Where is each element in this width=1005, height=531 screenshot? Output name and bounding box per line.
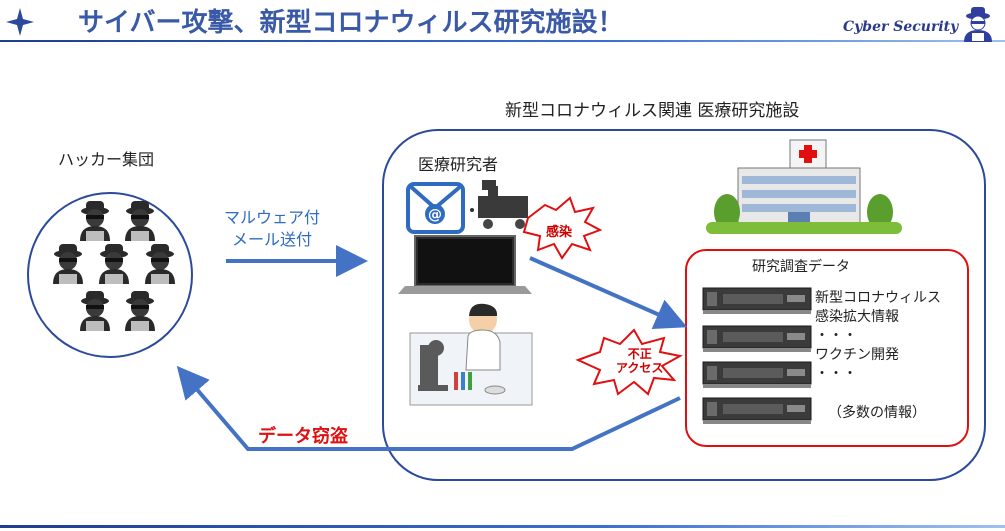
laptop-icon	[398, 235, 532, 294]
hospital-icon	[706, 139, 902, 234]
data-item: ワクチン開発	[815, 347, 899, 363]
header-rule	[0, 40, 1005, 42]
facility-title: 新型コロナウィルス関連 医療研究施設	[505, 101, 800, 121]
research-data-list: 新型コロナウィルス 感染拡大情報 ・・・ ワクチン開発 ・・・	[815, 289, 941, 384]
attack-label-line-2: メール送付	[232, 230, 313, 249]
data-note: （多数の情報）	[828, 405, 926, 421]
researcher-label: 医療研究者	[418, 155, 499, 174]
unauthorized-burst	[575, 328, 683, 396]
brand-label: Cyber Security	[843, 19, 959, 35]
researcher-icon	[409, 303, 533, 406]
data-theft-label: データ窃盗	[258, 426, 348, 447]
email-icon: @	[406, 182, 465, 234]
unauthorized-line-2: アクセス	[616, 361, 664, 375]
svg-text:@: @	[428, 207, 442, 223]
attack-label-line-1: マルウェア付	[224, 208, 321, 227]
data-item: 新型コロナウィルス	[815, 290, 941, 306]
star-icon	[6, 8, 34, 36]
infection-label: 感染	[546, 225, 573, 240]
infection-arrow	[529, 256, 688, 329]
hacker-group-label: ハッカー集団	[58, 150, 155, 169]
trojan-horse-icon	[478, 180, 528, 229]
page-title: サイバー攻撃、新型コロナウィルス研究施設！	[78, 8, 624, 38]
unauthorized-line-1: 不正	[627, 347, 652, 361]
data-item: ・・・	[815, 366, 857, 382]
theft-arrow	[176, 365, 681, 451]
hacker-logo-icon	[964, 7, 992, 42]
attack-label: マルウェア付 メール送付	[224, 207, 320, 251]
research-data-title: 研究調査データ	[752, 259, 850, 275]
data-item: ・・・	[815, 328, 857, 344]
footer-rule	[0, 525, 1005, 528]
unauthorized-access-label: 不正 アクセス	[616, 347, 663, 375]
infection-burst	[522, 196, 603, 260]
data-item: 感染拡大情報	[815, 309, 899, 325]
